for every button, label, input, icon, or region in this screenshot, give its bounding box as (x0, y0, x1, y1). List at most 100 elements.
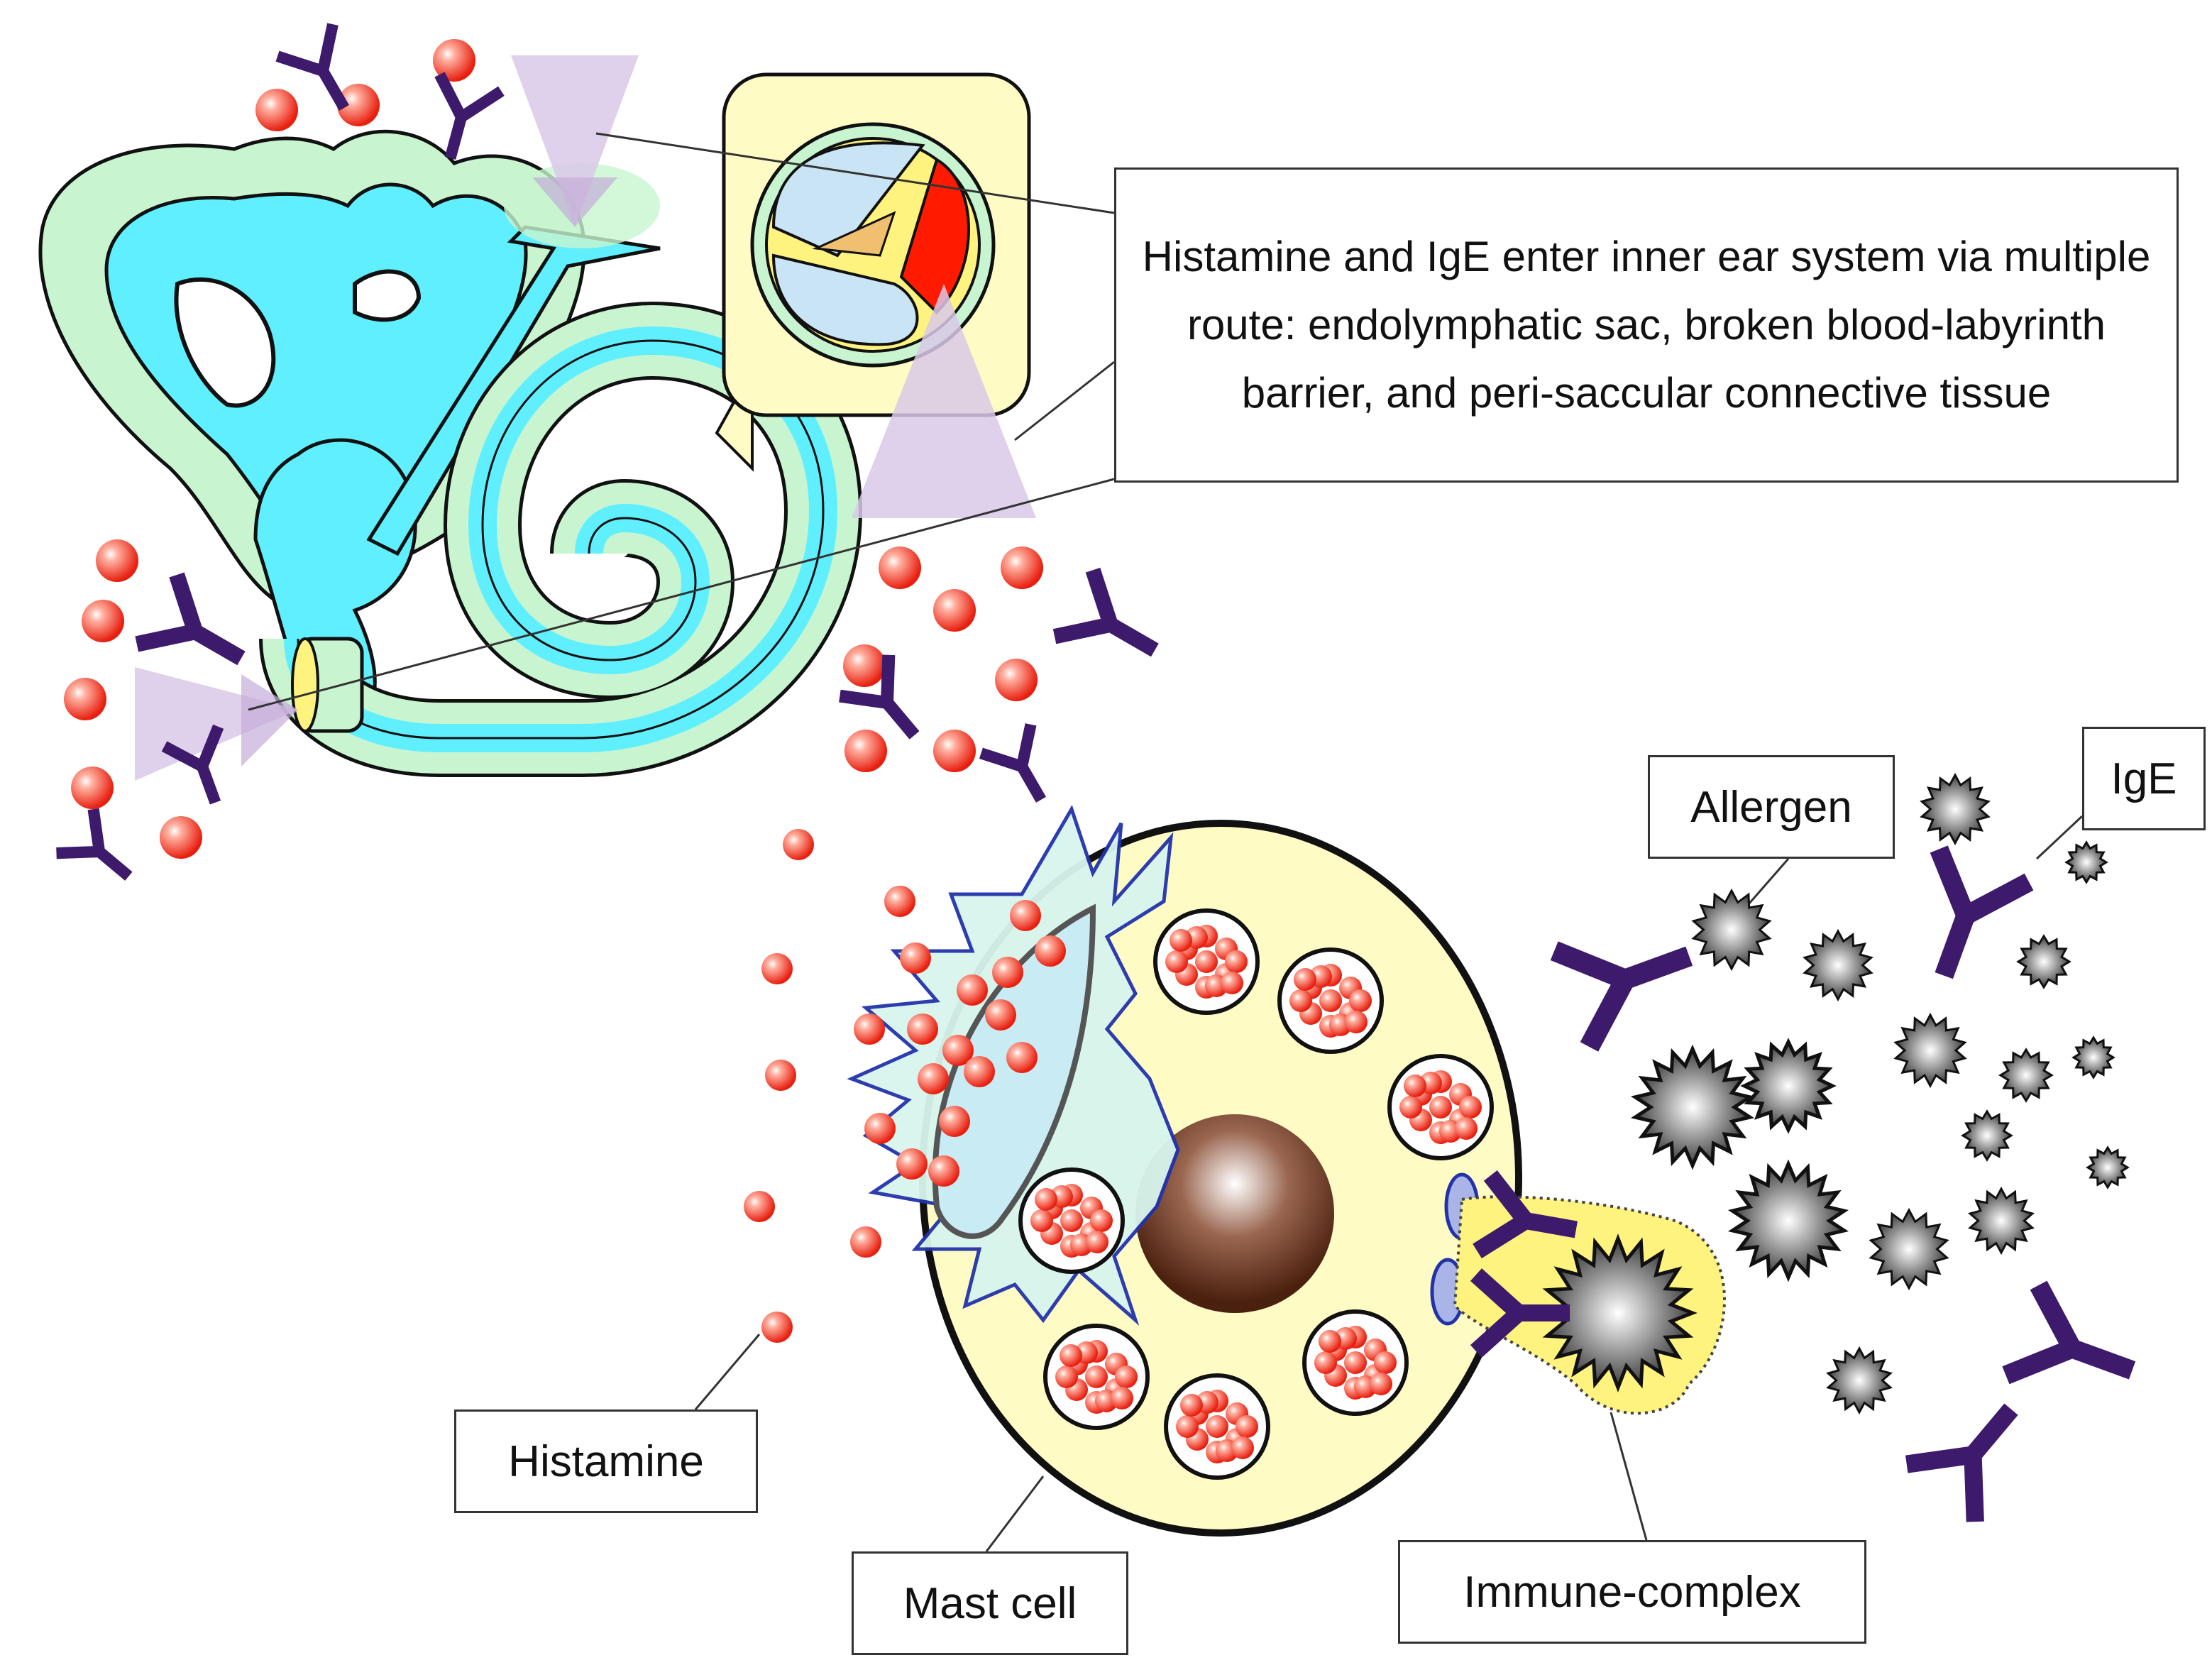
histamine-granule-icon (843, 644, 886, 687)
ige-label: IgE (2082, 727, 2206, 830)
histamine-granule-icon (1206, 1415, 1228, 1438)
allergen-particle-icon (2086, 1145, 2130, 1189)
histamine-granule-icon (844, 730, 887, 772)
ige-antibody-icon (135, 572, 246, 666)
histamine-granule-icon (1404, 1075, 1426, 1097)
histamine-granule-icon (1429, 1096, 1452, 1119)
mast-cell-nucleus (1135, 1114, 1334, 1313)
histamine-granule-icon (1349, 989, 1372, 1012)
immune-complex-label-text: Immune-complex (1463, 1567, 1801, 1617)
histamine-granule-icon (942, 1035, 974, 1066)
histamine-granule-icon (1055, 1365, 1078, 1388)
histamine-granule-icon (1374, 1351, 1397, 1374)
ige-antibody-icon (56, 808, 133, 881)
callout-leader-saccular (248, 478, 1115, 711)
histamine-granule-icon (1170, 929, 1192, 952)
route-callout-box: Histamine and IgE enter inner ear system… (1114, 167, 2179, 483)
allergen-particle-icon (1826, 1346, 1893, 1415)
histamine-granule-icon (1030, 1209, 1053, 1232)
mast-cell-label: Mast cell (852, 1551, 1128, 1655)
histamine-granule-icon (64, 678, 106, 720)
histamine-granule-icon (985, 999, 1016, 1031)
histamine-granule-icon (992, 957, 1023, 988)
histamine-granule-icon (433, 39, 475, 82)
histamine-granule-icon (918, 1063, 949, 1094)
histamine-granule-icon (1221, 972, 1243, 994)
histamine-granule-icon (900, 943, 931, 974)
allergen-layer (1539, 772, 2130, 1415)
ige-antibody-icon (2002, 1280, 2136, 1385)
histamine-granule-icon (96, 539, 138, 582)
route-callout-text: Histamine and IgE enter inner ear system… (1142, 233, 2151, 417)
immune-complex-label: Immune-complex (1398, 1540, 1866, 1644)
histamine-granule-icon (1231, 1436, 1254, 1459)
callout-leader-sac (595, 132, 1115, 214)
route-arrow-stria (852, 284, 1036, 518)
histamine-granule-icon (995, 659, 1038, 701)
histamine-granule-icon (255, 89, 298, 131)
allergen-particle-icon (1869, 1207, 1949, 1291)
ige-antibody-icon (1470, 1268, 1570, 1358)
ige-antibody-icon (275, 23, 349, 111)
ige-antibody-icon (434, 72, 505, 160)
histamine-granule-icon (160, 816, 202, 859)
histamine-granule-icon (1165, 950, 1188, 973)
allergen-particle-icon (2016, 934, 2071, 989)
histamine-leader (694, 1334, 761, 1410)
allergen-particle-icon (1920, 772, 1991, 846)
histamine-granule-icon (1195, 950, 1218, 973)
histamine-granule-icon (928, 1155, 959, 1187)
ige-antibody-icon (1930, 845, 2034, 979)
histamine-granule-icon (1085, 1365, 1108, 1388)
mast-cell-label-text: Mast cell (903, 1578, 1077, 1628)
histamine-granule-icon (1111, 1387, 1133, 1410)
histamine-granule-icon (1455, 1117, 1478, 1140)
canal-hole-right (353, 269, 422, 322)
allergen-particle-icon (2071, 1035, 2115, 1079)
ige-antibody-icon (1550, 941, 1693, 1052)
histamine-granule-icon (1294, 968, 1316, 991)
callout-leader-stria (1014, 361, 1115, 441)
ige-antibody-icon (161, 724, 224, 805)
histamine-granule-icon (1176, 1415, 1199, 1438)
histamine-granule-icon (1319, 989, 1342, 1012)
scala-vestibuli (771, 141, 925, 258)
ige-leader (2035, 815, 2084, 860)
allergen-particle-icon (1961, 1109, 2013, 1162)
ige-antibody-icon (1052, 567, 1159, 657)
histamine-granule-icon (939, 1106, 970, 1137)
histamine-granule-icon (907, 1013, 938, 1045)
histamine-granule-icon (1459, 1096, 1482, 1119)
histamine-granule-icon (864, 1113, 896, 1144)
histamine-granule-icon (854, 1013, 885, 1045)
histamine-granule-icon (1001, 546, 1043, 589)
histamine-granule-icon (1399, 1096, 1422, 1119)
histamine-granule-icon (850, 1226, 881, 1258)
histamine-granule-icon (1115, 1365, 1138, 1388)
histamine-granule-icon (1090, 1209, 1113, 1232)
allergen-particle-icon (1893, 1012, 1967, 1089)
histamine-granule-icon (1180, 1394, 1203, 1417)
allergen-particle-icon (1727, 1159, 1849, 1282)
ige-antibody-icon (1905, 1403, 2018, 1522)
histamine-granule-icon (765, 1060, 796, 1091)
allergen-label: Allergen (1648, 755, 1895, 859)
allergen-particle-icon (1998, 1048, 2054, 1103)
histamine-granule-icon (933, 589, 976, 632)
allergen-particle-icon (1740, 1038, 1837, 1134)
organ-of-corti (812, 211, 896, 257)
mast-cell-illustration (694, 804, 2084, 1552)
ige-antibody-icon (979, 723, 1047, 803)
histamine-granule-icon (957, 974, 988, 1006)
histamine-granule-icon (1344, 1351, 1367, 1374)
immune-complex-leader (1610, 1412, 1648, 1541)
degranulation-membrane (932, 903, 1096, 1239)
histamine-granule-icon (1060, 1209, 1083, 1232)
route-arrow-sac (511, 55, 639, 227)
histamine-granule-icon (933, 730, 976, 772)
histamine-granule-icon (879, 546, 921, 589)
allergen-label-text: Allergen (1690, 782, 1852, 832)
granules-layer (1018, 908, 1494, 1480)
histamine-granule-icon (1035, 1188, 1057, 1211)
